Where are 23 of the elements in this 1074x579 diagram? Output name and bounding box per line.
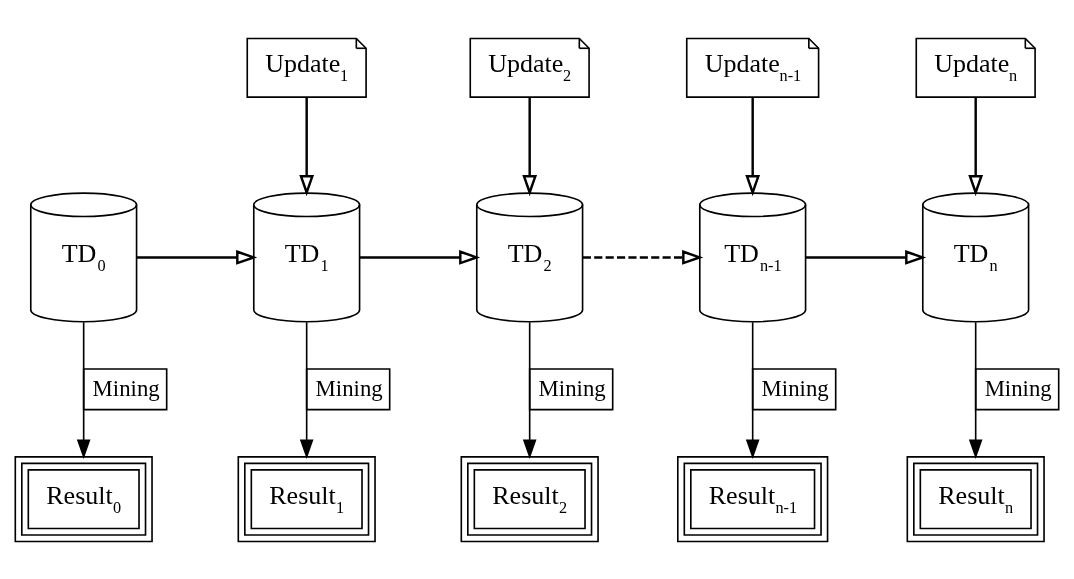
arrow <box>522 97 538 196</box>
arrow <box>299 97 315 196</box>
edge-label: Mining <box>538 375 606 401</box>
edge-label: Mining <box>984 375 1052 401</box>
arrow <box>522 321 537 459</box>
arrow <box>745 97 761 196</box>
arrow <box>76 321 91 459</box>
arrow <box>299 321 314 459</box>
node-box: Result$_{0}$ <box>14 455 153 542</box>
arrow <box>136 249 258 265</box>
node-box: Result$_{2}$ <box>460 455 599 542</box>
edge-label: Mining <box>92 375 160 401</box>
node-box: Result$_{n-1}$ <box>677 455 829 542</box>
node-box: Result$_{n}$ <box>906 455 1045 542</box>
edge-label: Mining <box>761 375 829 401</box>
edge-label: Mining <box>315 375 383 401</box>
node-box: Result$_{1}$ <box>237 455 376 542</box>
arrow <box>745 321 760 459</box>
arrow <box>968 97 984 196</box>
arrow <box>359 249 481 265</box>
arrow <box>968 321 983 459</box>
arrow <box>805 249 927 265</box>
arrow <box>582 249 704 265</box>
